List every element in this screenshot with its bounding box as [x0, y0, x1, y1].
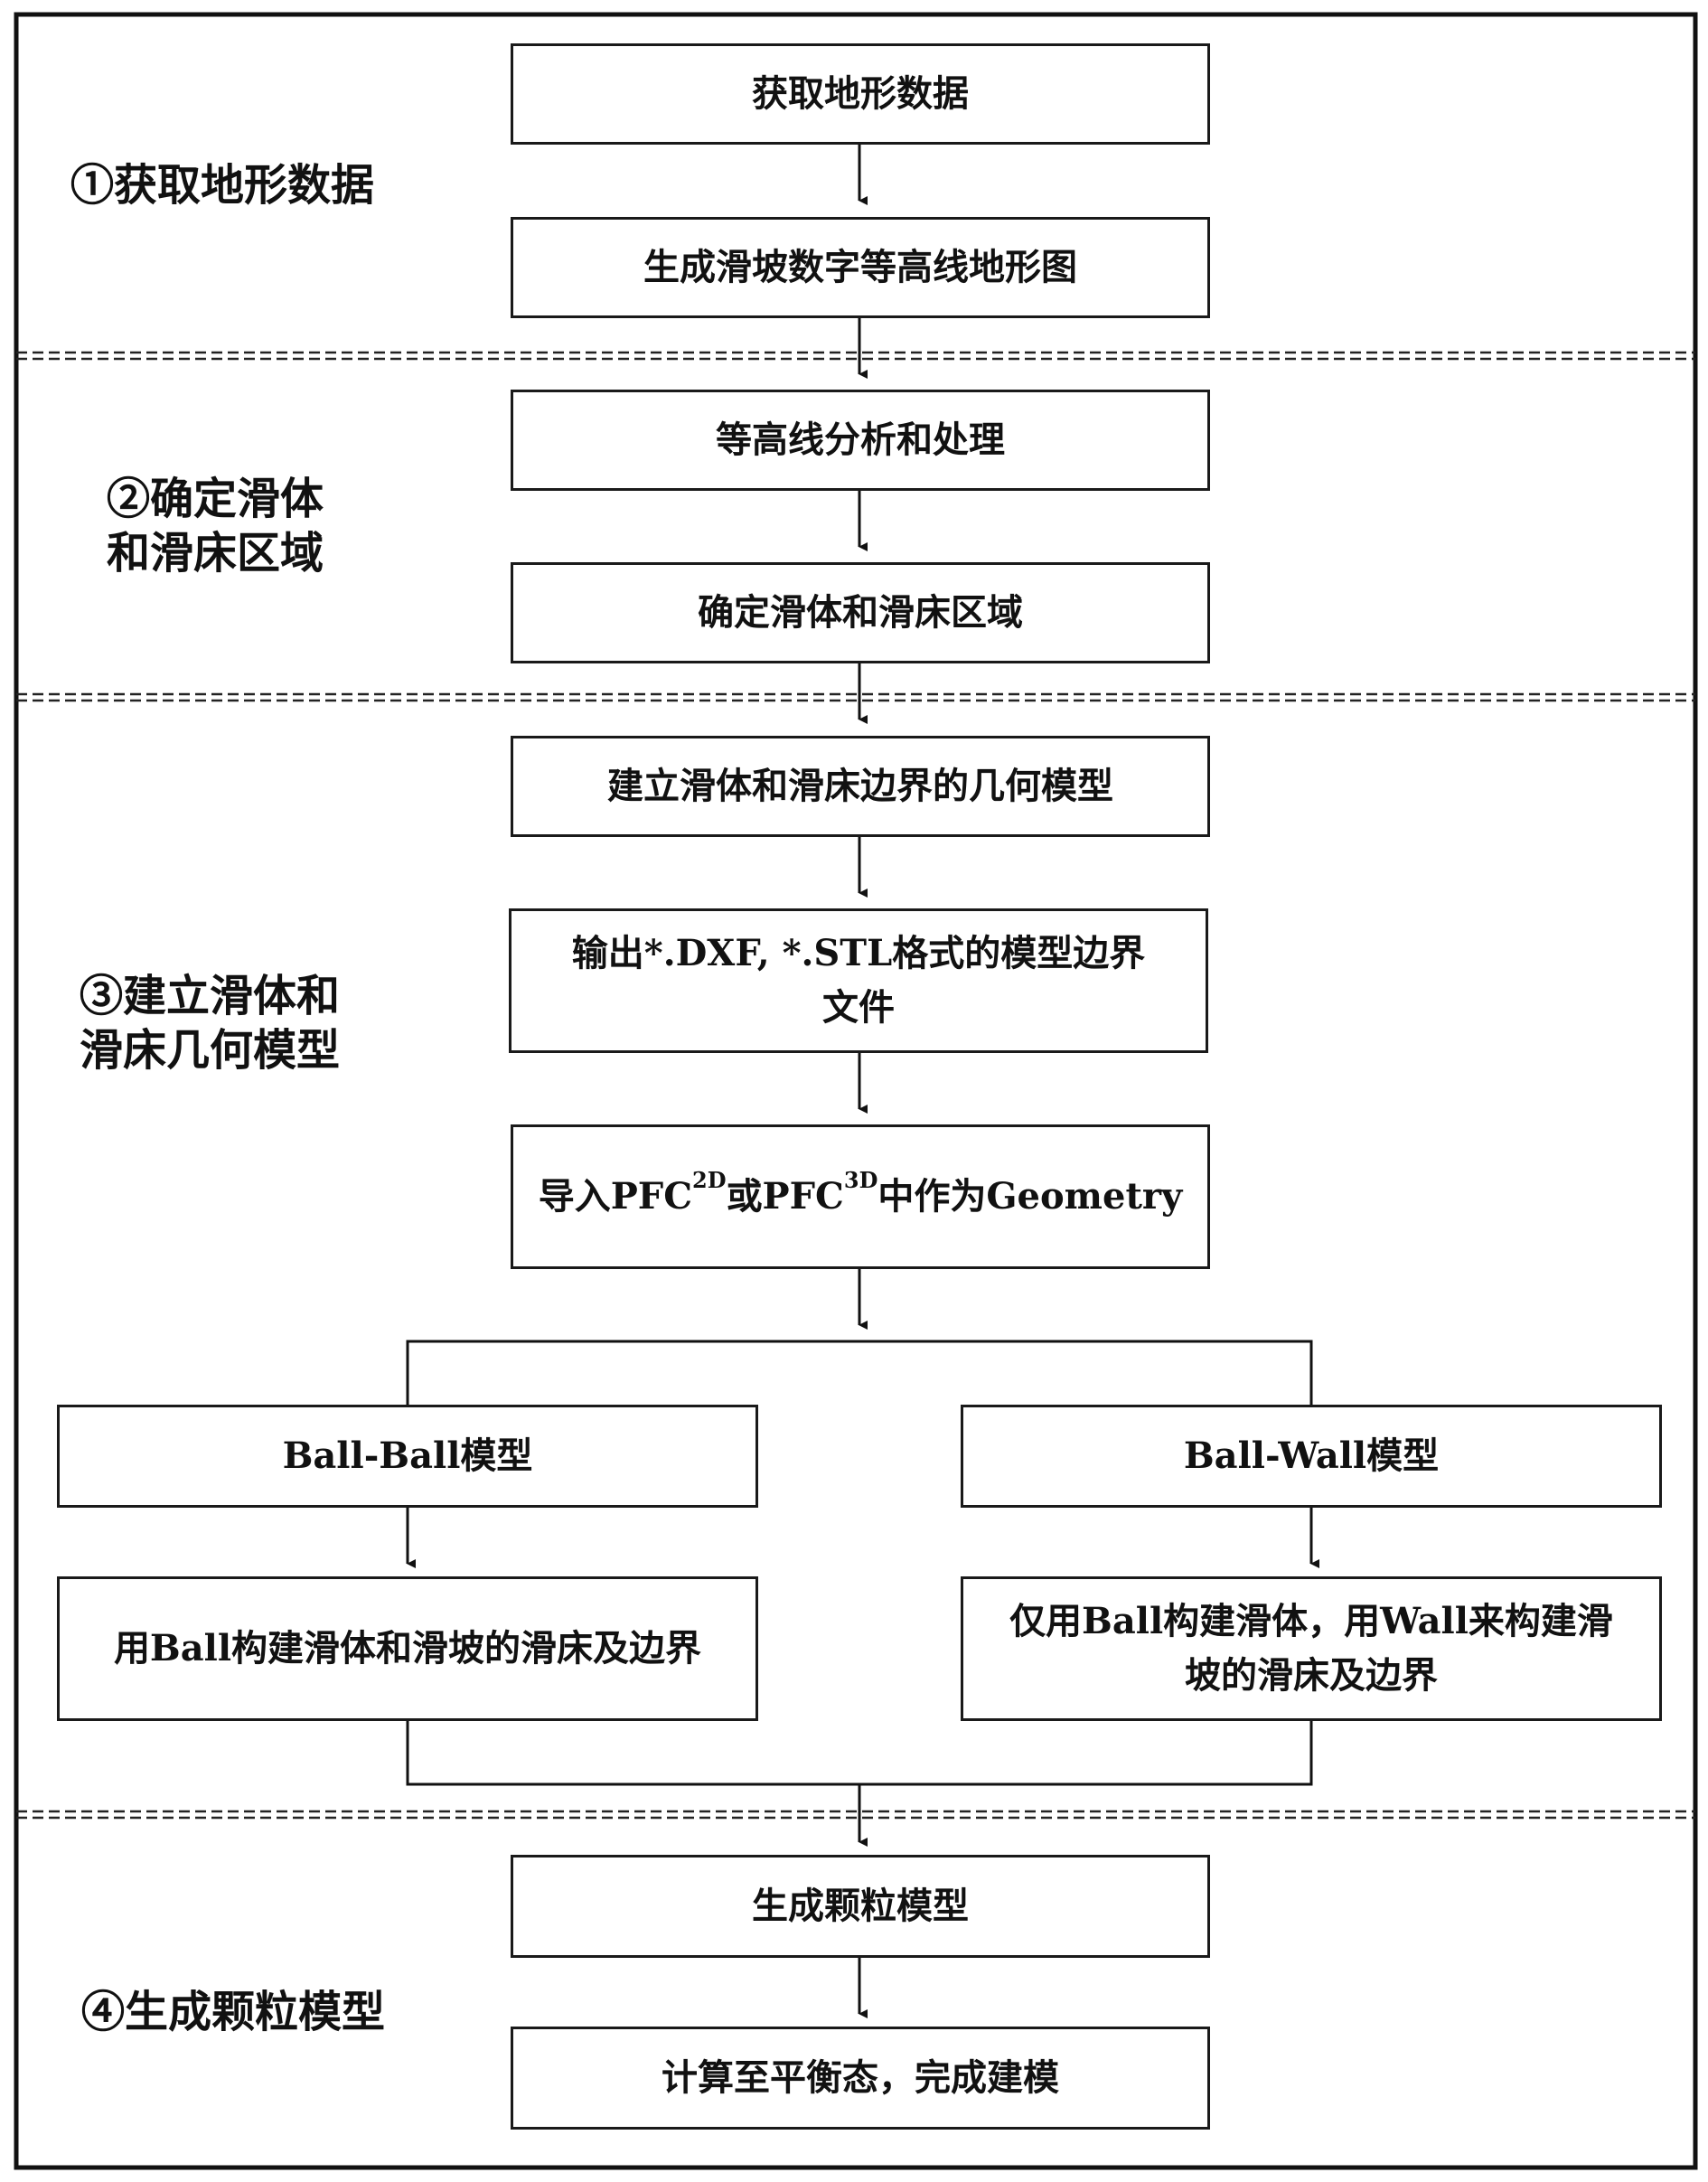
- section-label-3: ③建立滑体和 滑床几何模型: [80, 971, 341, 1076]
- step-geometry-model: 建立滑体和滑床边界的几何模型: [511, 736, 1210, 837]
- section-dividers: [16, 351, 1695, 1820]
- step-geometry-model-label: 建立滑体和滑床边界的几何模型: [607, 765, 1113, 807]
- step-determine-region-label: 确定滑体和滑床区域: [698, 591, 1023, 634]
- section-label-2: ②确定滑体 和滑床区域: [107, 474, 324, 578]
- step-ball-ball-desc: 用Ball构建滑体和滑坡的滑床及边界: [57, 1576, 758, 1721]
- step-determine-region: 确定滑体和滑床区域: [511, 562, 1210, 663]
- step-ball-wall-desc-label: 仅用Ball构建滑体，用Wall来构建滑坡的滑床及边界: [1009, 1600, 1613, 1697]
- outer-frame: [14, 12, 1698, 2170]
- step-export-files-label: 输出*.DXF, *.STL格式的模型边界文件: [571, 932, 1146, 1029]
- step-ball-ball-model: Ball-Ball模型: [57, 1405, 758, 1508]
- step-get-terrain: 获取地形数据: [511, 43, 1210, 145]
- step-contour-analysis: 等高线分析和处理: [511, 390, 1210, 491]
- section-label-4: ④生成颗粒模型: [81, 1987, 386, 2037]
- step-equilibrium-label: 计算至平衡态，完成建模: [662, 2056, 1059, 2099]
- step-import-pfc-label: 导入PFC2D或PFC3D中作为Geometry: [538, 1167, 1183, 1224]
- import-pfc-sup-3d: 3D: [843, 1167, 878, 1193]
- step-equilibrium: 计算至平衡态，完成建模: [511, 2027, 1210, 2130]
- step-get-terrain-label: 获取地形数据: [752, 72, 969, 115]
- import-pfc-prefix: 导入PFC: [538, 1175, 693, 1218]
- import-pfc-sup-2d: 2D: [692, 1167, 727, 1193]
- step-contour-analysis-label: 等高线分析和处理: [716, 419, 1005, 461]
- step-ball-ball-desc-label: 用Ball构建滑体和滑坡的滑床及边界: [113, 1627, 702, 1669]
- step-contour-map: 生成滑坡数字等高线地形图: [511, 217, 1210, 318]
- step-ball-wall-model: Ball-Wall模型: [961, 1405, 1662, 1508]
- step-ball-wall-model-label: Ball-Wall模型: [1183, 1434, 1440, 1477]
- step-contour-map-label: 生成滑坡数字等高线地形图: [643, 246, 1077, 288]
- step-export-files: 输出*.DXF, *.STL格式的模型边界文件: [509, 908, 1208, 1053]
- import-pfc-suffix: 中作为Geometry: [877, 1175, 1183, 1218]
- branch-split: [406, 1340, 1313, 1405]
- step-generate-particles: 生成颗粒模型: [511, 1855, 1210, 1958]
- section-label-1: ①获取地形数据: [70, 160, 375, 211]
- step-generate-particles-label: 生成颗粒模型: [752, 1885, 969, 1927]
- step-import-pfc: 导入PFC2D或PFC3D中作为Geometry: [511, 1124, 1210, 1269]
- import-pfc-middle: 或PFC: [726, 1175, 844, 1218]
- connectors: [406, 145, 1319, 2018]
- step-ball-ball-model-label: Ball-Ball模型: [282, 1434, 533, 1477]
- branch-merge: [406, 1721, 1313, 1786]
- step-ball-wall-desc: 仅用Ball构建滑体，用Wall来构建滑坡的滑床及边界: [961, 1576, 1662, 1721]
